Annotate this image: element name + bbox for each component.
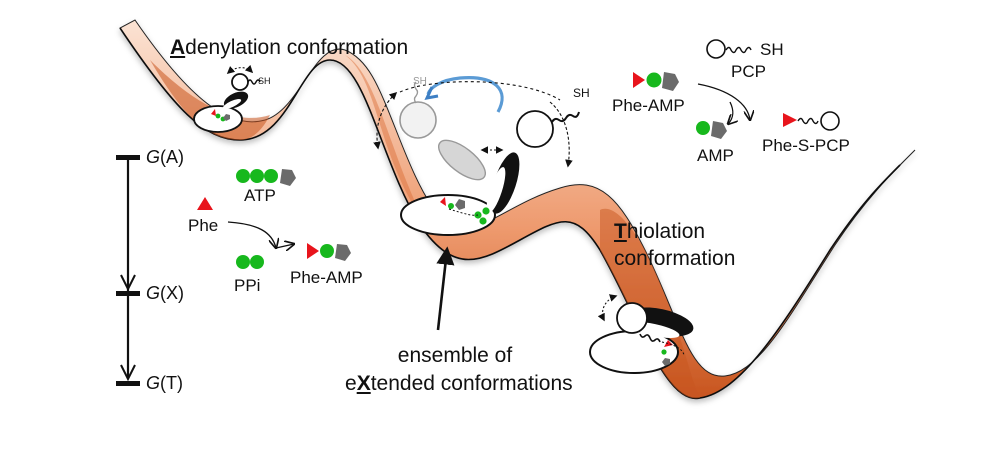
free-energy-axis <box>116 155 140 386</box>
pcp-sh-label: SH <box>760 40 784 59</box>
extended-ensemble-label: ensemble of eXtended conformations <box>345 344 573 395</box>
phe-label: Phe <box>188 216 219 235</box>
ensemble-pointer-arrow <box>436 246 455 331</box>
amp-label: AMP <box>697 146 734 165</box>
pcp-label: PCP <box>731 62 766 81</box>
phe-amp-substrate-label: Phe-AMP <box>612 96 685 115</box>
thiolation-conformation-label: Thiolation conformation <box>614 220 736 270</box>
thiolation-reaction-glyphs <box>633 39 840 139</box>
axis-level-x-label: G(X) <box>146 283 185 303</box>
thiolation-enzyme <box>589 294 694 374</box>
phe-s-pcp-label: Phe-S-PCP <box>762 136 850 155</box>
axis-level-a-label: G(A) <box>146 147 185 167</box>
faded-sh-label: SH <box>413 76 427 87</box>
ppi-label: PPi <box>234 276 261 295</box>
adenylation-sh-label: SH <box>258 76 271 86</box>
active-sh-label: SH <box>573 86 590 100</box>
axis-level-t-label: G(T) <box>146 373 183 393</box>
atp-label: ATP <box>244 186 276 205</box>
adenylation-reaction-glyphs <box>197 169 351 269</box>
adenylation-conformation-label: Adenylation conformation <box>170 36 409 59</box>
extended-ensemble-enzymes <box>373 76 580 236</box>
phe-amp-product-label: Phe-AMP <box>290 268 363 287</box>
ribbon-front-edge <box>119 27 901 400</box>
adenylation-enzyme <box>193 64 261 133</box>
